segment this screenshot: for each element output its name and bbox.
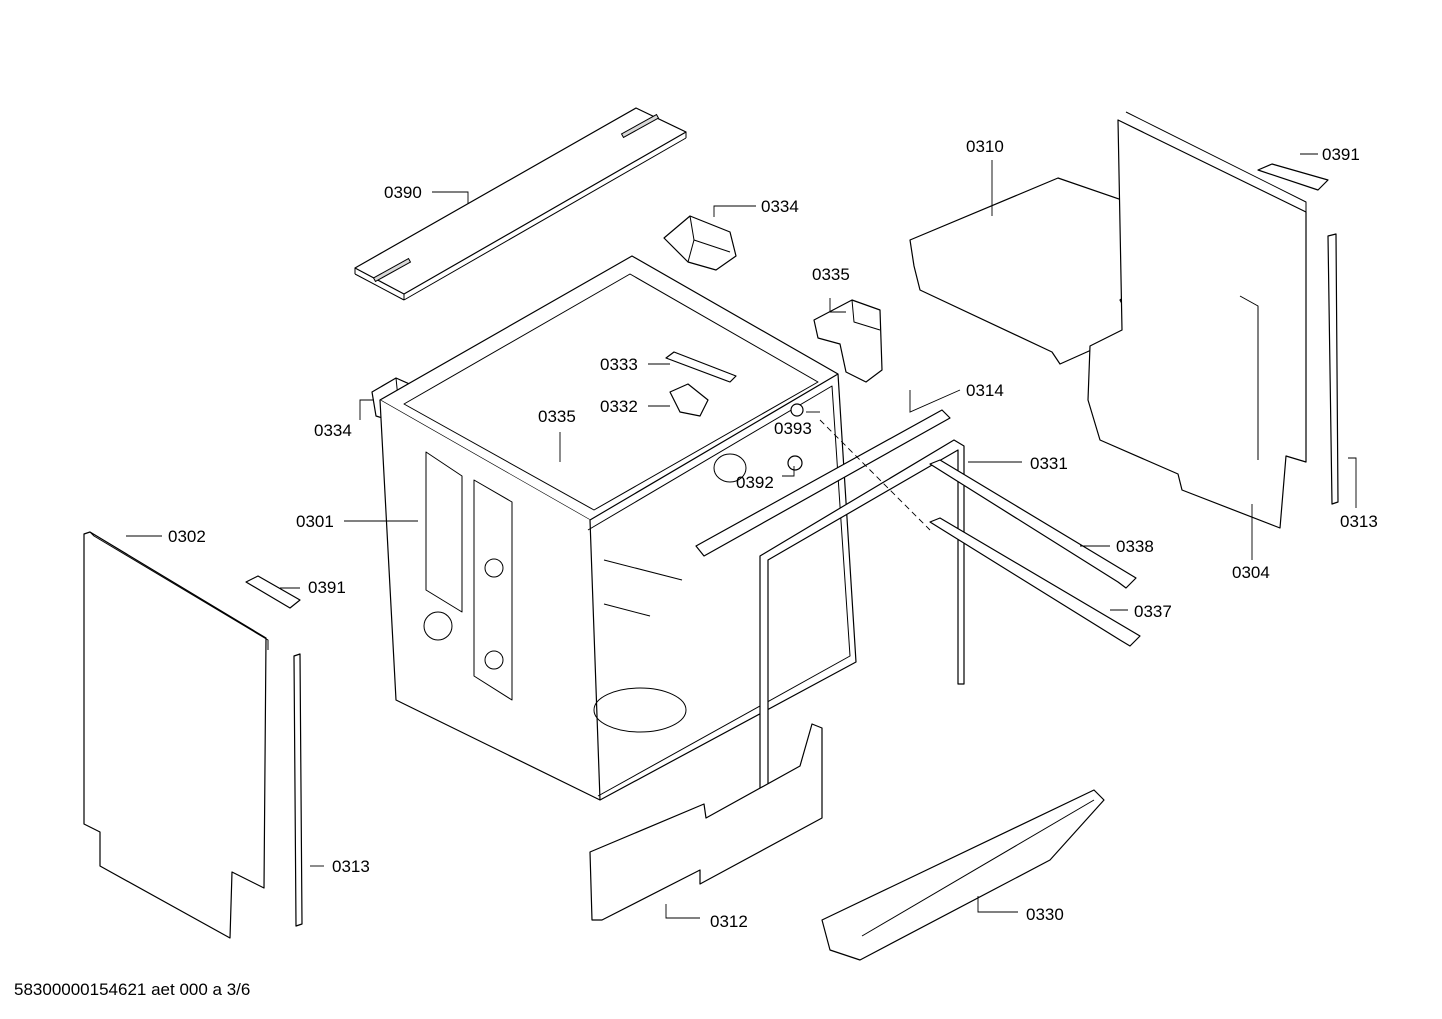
part-0331-seal-frame xyxy=(759,439,965,799)
label-0312: 0312 xyxy=(710,912,748,931)
label-0391-right: 0391 xyxy=(1322,145,1360,164)
label-0302: 0302 xyxy=(168,527,206,546)
assembly-dash-line xyxy=(819,419,931,531)
part-labels: 0390 0334 0334 0335 0335 0333 0332 0393 … xyxy=(168,137,1378,931)
part-0393-plug xyxy=(790,403,804,417)
part-0332-sensor xyxy=(669,383,709,417)
label-0392: 0392 xyxy=(736,473,774,492)
label-0391-left: 0391 xyxy=(308,578,346,597)
part-0391-right-bracket xyxy=(1257,163,1329,191)
part-0392-plug xyxy=(787,455,803,471)
label-0313-left: 0313 xyxy=(332,857,370,876)
part-0391-left-bracket xyxy=(245,575,301,609)
part-0390-top-plate xyxy=(354,107,687,301)
label-0334-left: 0334 xyxy=(314,421,352,440)
label-0335-right: 0335 xyxy=(812,265,850,284)
part-0312-kick-panel xyxy=(589,723,823,921)
part-0302-left-side-panel xyxy=(83,531,269,939)
label-0314: 0314 xyxy=(966,381,1004,400)
label-0335-left: 0335 xyxy=(538,407,576,426)
drawing-reference-footer: 58300000154621 aet 000 a 3/6 xyxy=(14,980,251,999)
part-0314-trim-strip xyxy=(695,409,951,557)
label-0313-right: 0313 xyxy=(1340,512,1378,531)
part-0304-right-side-panel xyxy=(1087,111,1307,529)
label-0393: 0393 xyxy=(774,419,812,438)
part-0333-bracket xyxy=(665,351,737,383)
label-0301: 0301 xyxy=(296,512,334,531)
part-0335-right-pad xyxy=(813,299,883,383)
label-0338: 0338 xyxy=(1116,537,1154,556)
leader-lines xyxy=(126,153,1357,919)
label-0337: 0337 xyxy=(1134,602,1172,621)
label-0390: 0390 xyxy=(384,183,422,202)
part-0301-tub xyxy=(379,255,857,801)
label-0304: 0304 xyxy=(1232,563,1270,582)
label-0330: 0330 xyxy=(1026,905,1064,924)
part-0338-rail xyxy=(929,459,1137,589)
part-0337-rail xyxy=(929,517,1141,647)
label-0310: 0310 xyxy=(966,137,1004,156)
part-0313-right-strip xyxy=(1327,233,1339,505)
part-0330-base-tray xyxy=(821,789,1105,961)
label-0332: 0332 xyxy=(600,397,638,416)
part-0334-upper-clip xyxy=(663,215,737,271)
label-0331: 0331 xyxy=(1030,454,1068,473)
part-0313-left-strip xyxy=(293,653,303,927)
label-0333: 0333 xyxy=(600,355,638,374)
label-0334-upper: 0334 xyxy=(761,197,799,216)
